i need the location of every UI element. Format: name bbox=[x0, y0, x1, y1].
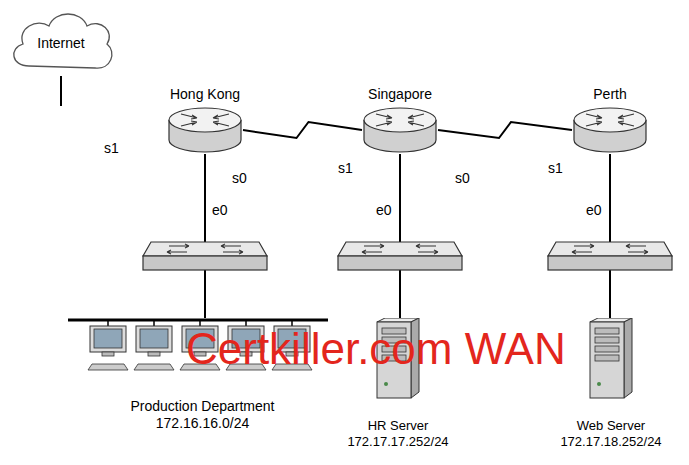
device-name: HR Server bbox=[329, 418, 467, 434]
cloud-label: Internet bbox=[37, 31, 84, 51]
router-name: Singapore bbox=[368, 86, 432, 103]
ip-address: 172.17.17.252/24 bbox=[329, 434, 467, 450]
serial-link bbox=[243, 122, 362, 138]
interface-label: e0 bbox=[586, 202, 602, 219]
router: Singapore bbox=[362, 106, 438, 154]
ethernet-link bbox=[204, 154, 206, 318]
router-name: Perth bbox=[593, 86, 626, 103]
ip-address: 172.16.16.0/24 bbox=[66, 415, 339, 432]
switch-icon bbox=[338, 242, 462, 270]
ethernet-link bbox=[399, 154, 401, 318]
router: Hong Kong bbox=[167, 106, 243, 154]
router-icon bbox=[362, 106, 438, 154]
ip-address: 172.17.18.252/24 bbox=[542, 434, 680, 450]
ethernet-link bbox=[60, 76, 62, 106]
interface-label: s1 bbox=[338, 160, 353, 177]
router-icon bbox=[572, 106, 648, 154]
internet-cloud: Internet bbox=[5, 6, 117, 76]
interface-label: s0 bbox=[232, 170, 247, 187]
interface-label: e0 bbox=[212, 202, 228, 219]
watermark: Certkiller.com WAN bbox=[186, 324, 566, 374]
device-name: Web Server bbox=[542, 418, 680, 434]
serial-link bbox=[438, 122, 572, 138]
interface-label: s1 bbox=[548, 160, 563, 177]
router: Perth bbox=[572, 106, 648, 154]
device-name: Production Department bbox=[66, 398, 339, 415]
router-icon bbox=[167, 106, 243, 154]
ethernet-link bbox=[609, 154, 611, 318]
switch-icon bbox=[548, 242, 672, 270]
interface-label: s1 bbox=[104, 140, 119, 157]
switch-icon bbox=[143, 242, 267, 270]
router-name: Hong Kong bbox=[170, 86, 240, 103]
interface-label: s0 bbox=[455, 170, 470, 187]
interface-label: e0 bbox=[376, 202, 392, 219]
